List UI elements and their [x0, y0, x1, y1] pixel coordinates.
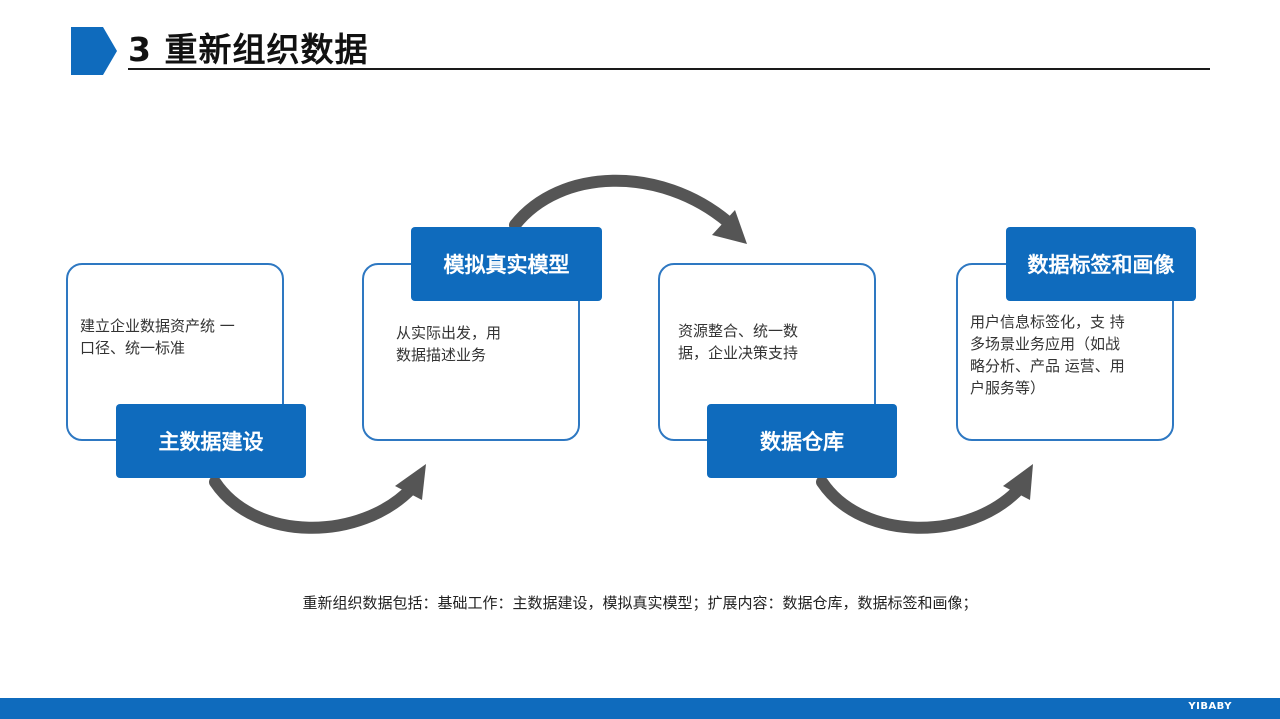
arrow-2-head [712, 210, 747, 244]
arrow-1-head [395, 464, 426, 500]
step-2-description: 从实际出发，用 数据描述业务 [396, 324, 502, 364]
title-underline [128, 68, 1210, 70]
arrow-2-to-3 [509, 174, 734, 231]
title-chevron-icon [71, 27, 117, 75]
footer-bar: YIBABY [0, 698, 1280, 719]
summary-text: 重新组织数据包括：基础工作：主数据建设，模拟真实模型；扩展内容：数据仓库，数据标… [302, 594, 978, 612]
arrow-3-to-4 [816, 476, 1026, 534]
arrow-1-to-2 [209, 476, 418, 534]
step-3-label: 数据仓库 [707, 404, 897, 478]
step-4-label: 数据标签和画像 [1006, 227, 1196, 301]
step-3-description: 资源整合、统一数 据，企业决策支持 [678, 322, 799, 362]
footer-brand: YIBABY [1188, 701, 1232, 712]
arrow-3-head [1003, 464, 1033, 500]
step-1-label: 主数据建设 [116, 404, 306, 478]
step-2-label: 模拟真实模型 [411, 227, 602, 301]
page-title: 3 重新组织数据 [128, 30, 369, 69]
step-4-description: 用户信息标签化，支 持 多场景业务应用（如战 略分析、产品 运营、用 户服务等） [970, 313, 1125, 397]
step-1-description: 建立企业数据资产统 一 口径、统一标准 [80, 317, 235, 357]
